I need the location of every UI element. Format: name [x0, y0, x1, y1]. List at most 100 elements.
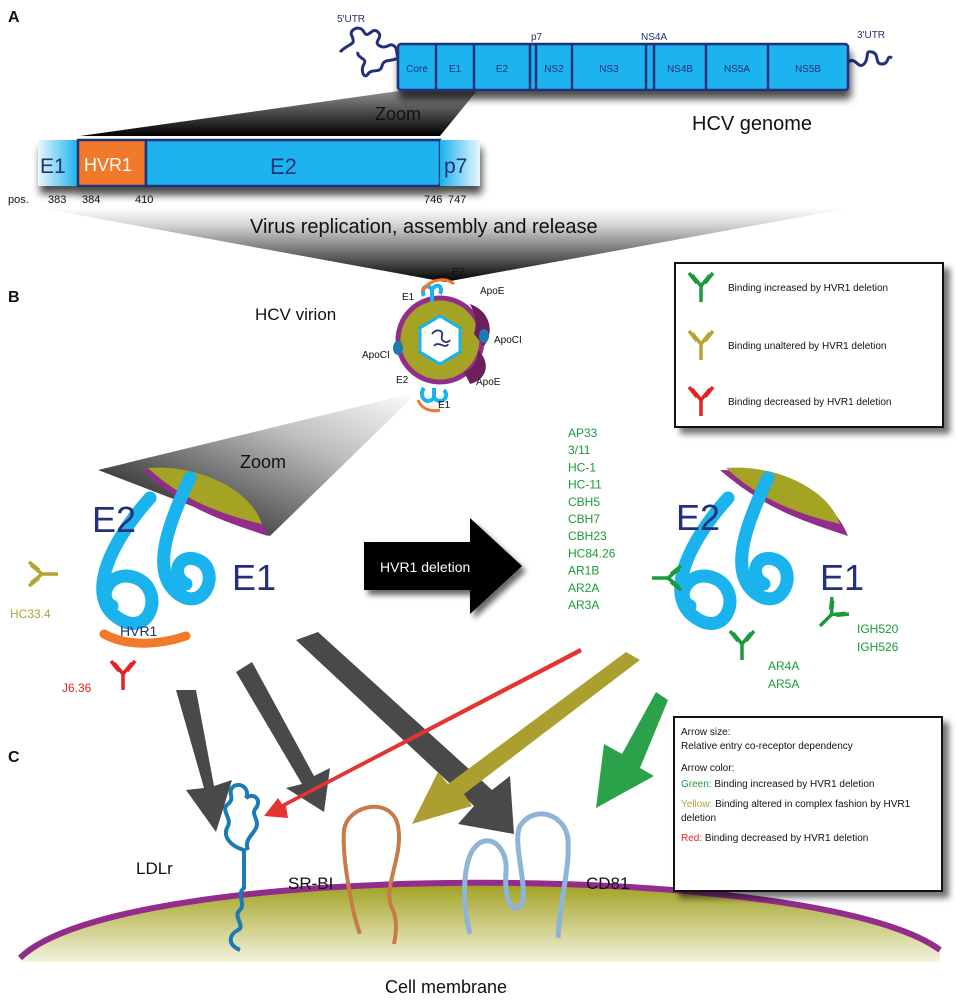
zoomed-e1-block [38, 140, 78, 186]
zoomed-hvr1-block [76, 138, 148, 188]
glycoprotein-complex-left [96, 467, 268, 648]
antibody-label-hc334: HC33.4 [10, 607, 51, 621]
arrow-srbi-dark [236, 662, 330, 812]
zoomed-p7-block [440, 140, 480, 186]
green-antibody-10: AR3A [568, 598, 599, 612]
arrow-cd81-olive [412, 652, 640, 824]
arrow-cd81-dark [296, 632, 514, 834]
left-olive-layer [148, 467, 262, 524]
replication-fan [40, 208, 850, 282]
virion-glycoprotein-bottom [419, 386, 449, 403]
right-e2-label: E2 [676, 497, 720, 538]
green-antibody-7: HC84.26 [568, 546, 616, 560]
zoomed-hvr1-label: HVR1 [84, 155, 132, 175]
legend-text-increased: Binding increased by HVR1 deletion [728, 282, 889, 294]
utr3-label: 3'UTR [857, 30, 885, 41]
right-e2-loop [674, 491, 737, 630]
arrow-color-red: Red: Binding decreased by HVR1 deletion [681, 832, 935, 846]
panel-label-b: B [8, 289, 20, 306]
legend-row-increased: Binding increased by HVR1 deletion [686, 268, 888, 308]
hvr1-deletion-label: HVR1 deletion [380, 559, 470, 575]
arrow-size-title: Arrow size: [681, 727, 731, 738]
zoom-fan-genome [80, 82, 484, 136]
position-746: 746 [424, 194, 442, 206]
legend-icon-unaltered [687, 329, 715, 362]
cell-membrane [20, 882, 940, 962]
virion-label-e1-bottom: E1 [438, 400, 451, 411]
antibody-label-j636: J6.36 [62, 681, 92, 695]
arrow-color-green-key: Green: [681, 779, 712, 790]
arrow-size-text: Relative entry co-receptor dependency [681, 741, 853, 752]
legend-row-decreased: Binding decreased by HVR1 deletion [686, 382, 891, 422]
p7-label: p7 [531, 32, 543, 43]
arrow-color-title: Arrow color: [681, 763, 735, 774]
arrow-color-red-text: Binding decreased by HVR1 deletion [704, 833, 869, 844]
virion-apoe-bottom [464, 350, 486, 384]
cd81-receptor [462, 811, 571, 939]
arrow-ldlr-red [264, 648, 582, 818]
green-antibody-6: CBH23 [568, 529, 607, 543]
antibody-j636 [109, 659, 137, 692]
genome-segment-core: Core [406, 64, 428, 75]
left-e2-loop [96, 491, 159, 630]
zoom-label-genome: Zoom [375, 104, 421, 124]
genome-segment-ns2: NS2 [544, 64, 564, 75]
antibody-ar4a-ar5a [728, 629, 756, 662]
antibody-label-ar4a: AR4A [768, 659, 799, 673]
zoomed-e1-label: E1 [40, 155, 66, 178]
zoomed-e2-block [144, 138, 442, 188]
antibody-label-ar5a: AR5A [768, 677, 799, 691]
antibody-hc334 [27, 560, 60, 588]
left-hvr1-label: HVR1 [120, 623, 158, 639]
virion-label-apoe-top: ApoE [480, 286, 505, 297]
green-antibody-list: AP333/11HC-1HC-11CBH5CBH7CBH23HC84.26AR1… [568, 426, 616, 612]
zoomed-segment [38, 138, 480, 188]
position-383: 383 [48, 194, 66, 206]
virion-apoci-left [393, 341, 403, 355]
right-e1-label: E1 [820, 557, 864, 598]
arrow-color-green-text: Binding increased by HVR1 deletion [714, 779, 875, 790]
arrow-color-yellow: Yellow: Binding altered in complex fashi… [681, 798, 935, 826]
green-antibody-2: HC-1 [568, 460, 596, 474]
ldlr-label: LDLr [136, 859, 173, 878]
arrow-ldlr-dark [176, 690, 232, 832]
left-hvr1-region [99, 629, 191, 648]
virion-label-e2-bottom: E2 [396, 375, 409, 386]
utr5-structure [338, 26, 400, 78]
antibody-legend: Binding increased by HVR1 deletion Bindi… [674, 262, 944, 428]
zoom-label-virion: Zoom [240, 452, 286, 472]
green-antibody-1: 3/11 [568, 443, 591, 457]
arrow-color-yellow-key: Yellow: [681, 799, 713, 810]
legend-icon-increased [687, 271, 715, 304]
genome-segment-e1: E1 [449, 64, 462, 75]
dependency-arrows [176, 632, 668, 834]
genome-title: HCV genome [692, 113, 812, 135]
antibody-igh520-igh526 [809, 595, 851, 637]
genome-segment-ns5b: NS5B [795, 64, 821, 75]
green-antibody-8: AR1B [568, 564, 599, 578]
replication-label: Virus replication, assembly and release [250, 216, 598, 238]
arrow-legend: Arrow size: Relative entry co-receptor d… [673, 716, 943, 892]
position-384: 384 [82, 194, 100, 206]
virion-title: HCV virion [255, 305, 336, 324]
genome-segment-ns5a: NS5A [724, 64, 750, 75]
legend-row-unaltered: Binding unaltered by HVR1 deletion [686, 326, 886, 366]
arrow-color-yellow-text: Binding altered in complex fashion by HV… [681, 799, 911, 824]
legend-text-decreased: Binding decreased by HVR1 deletion [728, 396, 892, 408]
position-410: 410 [135, 194, 153, 206]
cell-membrane-label: Cell membrane [385, 977, 507, 997]
cd81-label: CD81 [586, 874, 629, 893]
right-e1-loop [735, 471, 794, 606]
left-e1-label: E1 [232, 557, 276, 598]
virion-apoci-right [479, 329, 489, 343]
panel-label-c: C [8, 749, 20, 766]
legend-text-unaltered: Binding unaltered by HVR1 deletion [728, 340, 887, 352]
hvr1-deletion-arrow [364, 518, 522, 614]
position-prefix: pos. [8, 194, 29, 206]
utr5-label: 5'UTR [337, 14, 365, 25]
green-antibody-5: CBH7 [568, 512, 600, 526]
antibody-label-igh520: IGH520 [857, 622, 899, 636]
utr3-structure [847, 50, 893, 67]
